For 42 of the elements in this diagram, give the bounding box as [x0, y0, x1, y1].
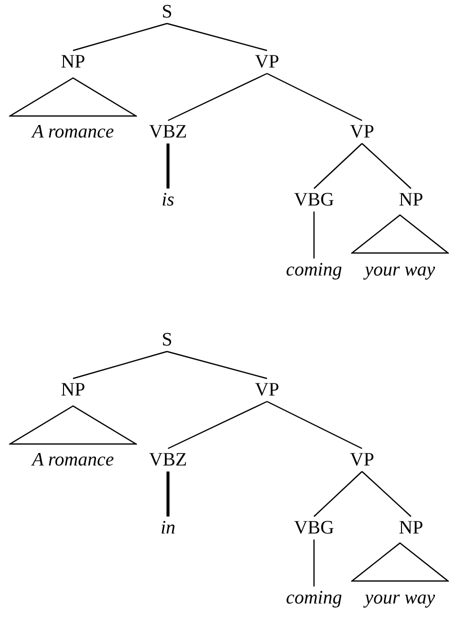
tree-branch [166, 472, 170, 516]
tree-branch [314, 471, 362, 517]
tree-branch [168, 72, 268, 122]
category-label: VBG [294, 190, 334, 210]
triangle-shape [9, 77, 137, 117]
triangle-shape [9, 405, 137, 445]
leaf-word: in [160, 518, 176, 538]
tree-branch [166, 350, 268, 380]
tree-branch [166, 144, 170, 188]
triangle-shape [351, 214, 449, 254]
category-label: NP [398, 190, 424, 210]
tree-branch [313, 540, 315, 586]
category-label: NP [398, 518, 424, 538]
leaf-word: your way [364, 588, 436, 608]
leaf-word: coming [286, 260, 342, 280]
leaf-word: coming [286, 588, 342, 608]
leaf-word: your way [364, 260, 436, 280]
leaf-word: A romance [32, 122, 114, 142]
tree-branch [266, 400, 362, 450]
category-label: S [162, 330, 172, 350]
leaf-word: A romance [32, 450, 114, 470]
category-label: VP [254, 52, 280, 72]
tree-branch [314, 143, 362, 189]
tree-branch [72, 22, 168, 52]
tree-branch [362, 471, 412, 517]
category-label: NP [60, 380, 86, 400]
category-label: NP [60, 52, 86, 72]
category-label: VP [254, 380, 280, 400]
tree-branch [72, 350, 168, 380]
category-label: VBG [294, 518, 334, 538]
tree-branch [266, 72, 362, 122]
tree-branch [313, 212, 315, 258]
category-label: VBZ [149, 122, 187, 142]
tree-branch [166, 22, 268, 52]
category-label: VBZ [149, 450, 187, 470]
category-label: VP [350, 450, 374, 470]
leaf-word: is [162, 190, 174, 210]
tree-branch [362, 143, 412, 189]
triangle-shape [351, 542, 449, 582]
category-label: VP [350, 122, 374, 142]
tree-branch [168, 400, 268, 450]
category-label: S [162, 2, 172, 22]
